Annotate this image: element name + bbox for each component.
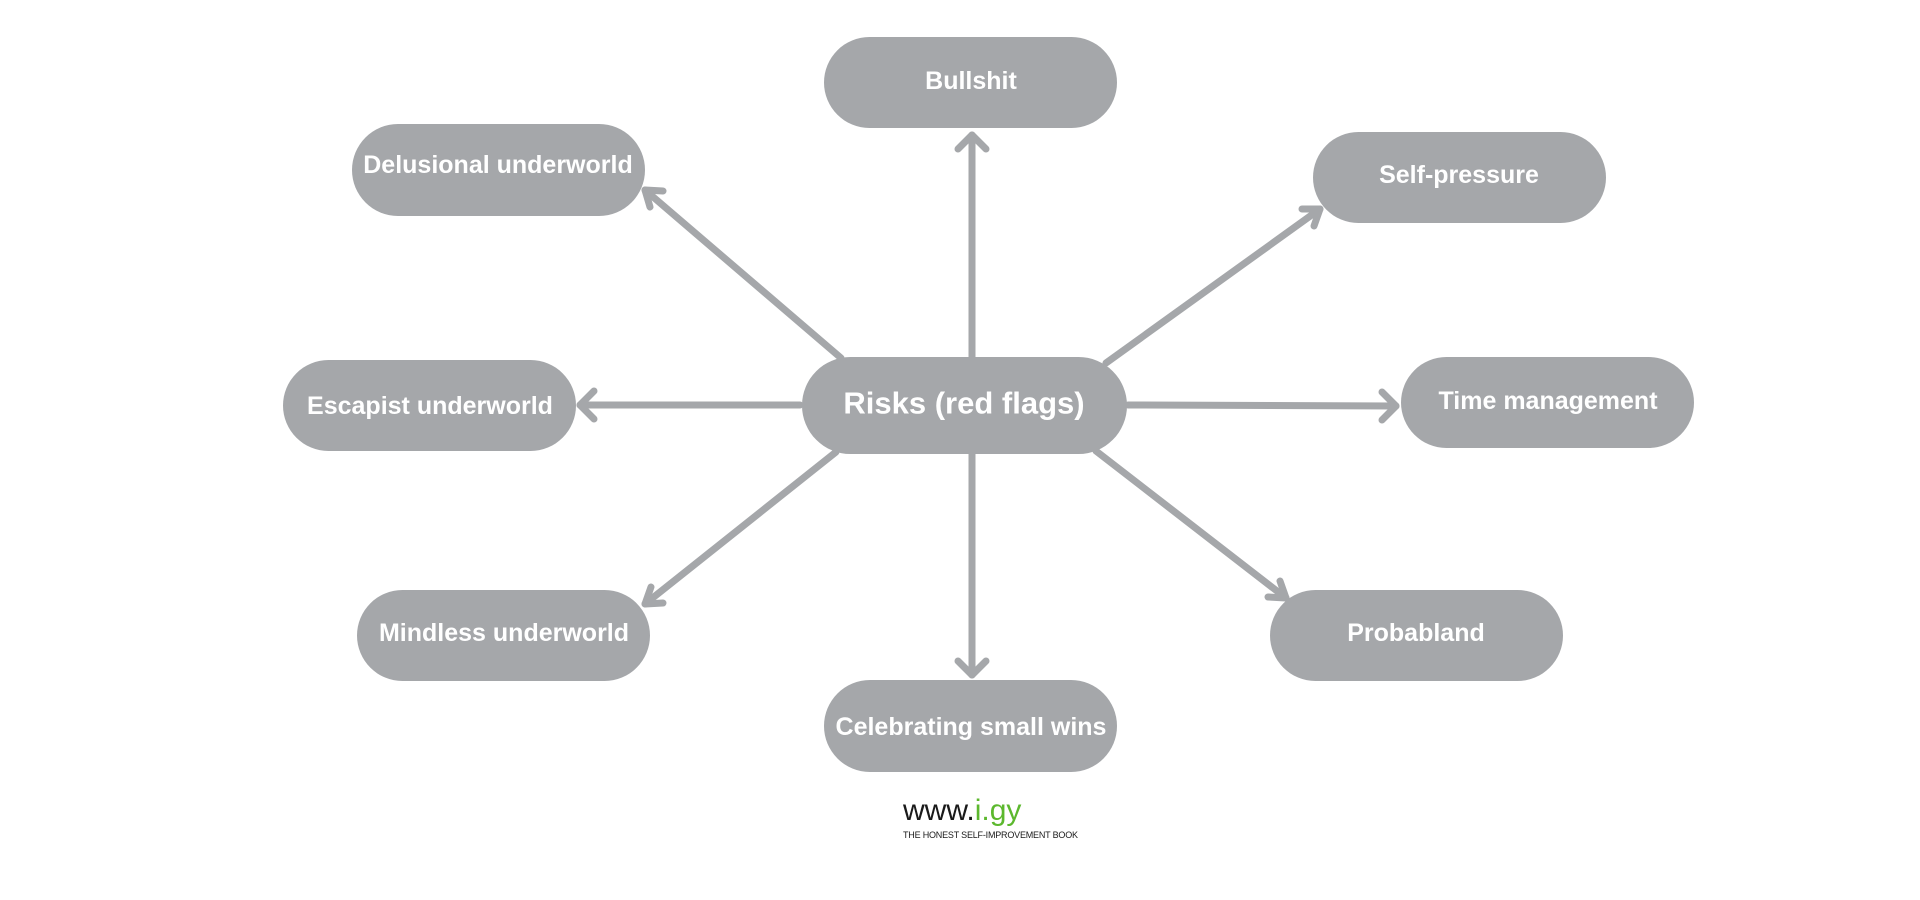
connector-to-delusional-underworld [641, 186, 845, 362]
node-bullshit: Bullshit [824, 37, 1117, 128]
node-center-risks: Risks (red flags) [802, 357, 1127, 454]
logo-tagline: THE HONEST SELF-IMPROVEMENT BOOK [903, 830, 1078, 840]
node-center-label: Risks (red flags) [843, 386, 1084, 421]
node-escapist-underworld: Escapist underworld [283, 360, 576, 451]
connector-to-self-pressure [1102, 205, 1324, 367]
connector-to-bullshit [954, 131, 990, 361]
node-celebrating-small-wins-label: Celebrating small wins [836, 713, 1107, 741]
node-celebrating-small-wins: Celebrating small wins [824, 680, 1117, 772]
node-mindless-underworld-label: Mindless underworld [379, 619, 629, 647]
node-self-pressure: Self-pressure [1313, 132, 1606, 223]
connector-to-escapist-underworld [576, 387, 804, 423]
connector-to-celebrating-small-wins [954, 448, 990, 679]
connectors [576, 131, 1400, 679]
connector-to-probabland [1092, 447, 1290, 602]
node-bullshit-label: Bullshit [925, 67, 1017, 95]
node-probabland: Probabland [1270, 590, 1563, 681]
node-time-management: Time management [1401, 357, 1694, 448]
node-probabland-label: Probabland [1347, 619, 1485, 647]
logo-accent: i.gy [975, 794, 1022, 827]
connector-to-mindless-underworld [641, 448, 840, 608]
igy-logo: www.i.gy THE HONEST SELF-IMPROVEMENT BOO… [902, 794, 1078, 840]
node-mindless-underworld: Mindless underworld [357, 590, 650, 681]
node-escapist-underworld-label: Escapist underworld [307, 392, 553, 420]
connector-to-time-management [1124, 388, 1400, 424]
node-delusional-underworld-label: Delusional underworld [363, 151, 632, 179]
node-self-pressure-label: Self-pressure [1379, 161, 1539, 189]
node-delusional-underworld: Delusional underworld [352, 124, 645, 216]
logo-prefix: www. [902, 794, 975, 827]
node-time-management-label: Time management [1438, 387, 1658, 415]
logo-wordmark: www.i.gy [902, 794, 1021, 827]
